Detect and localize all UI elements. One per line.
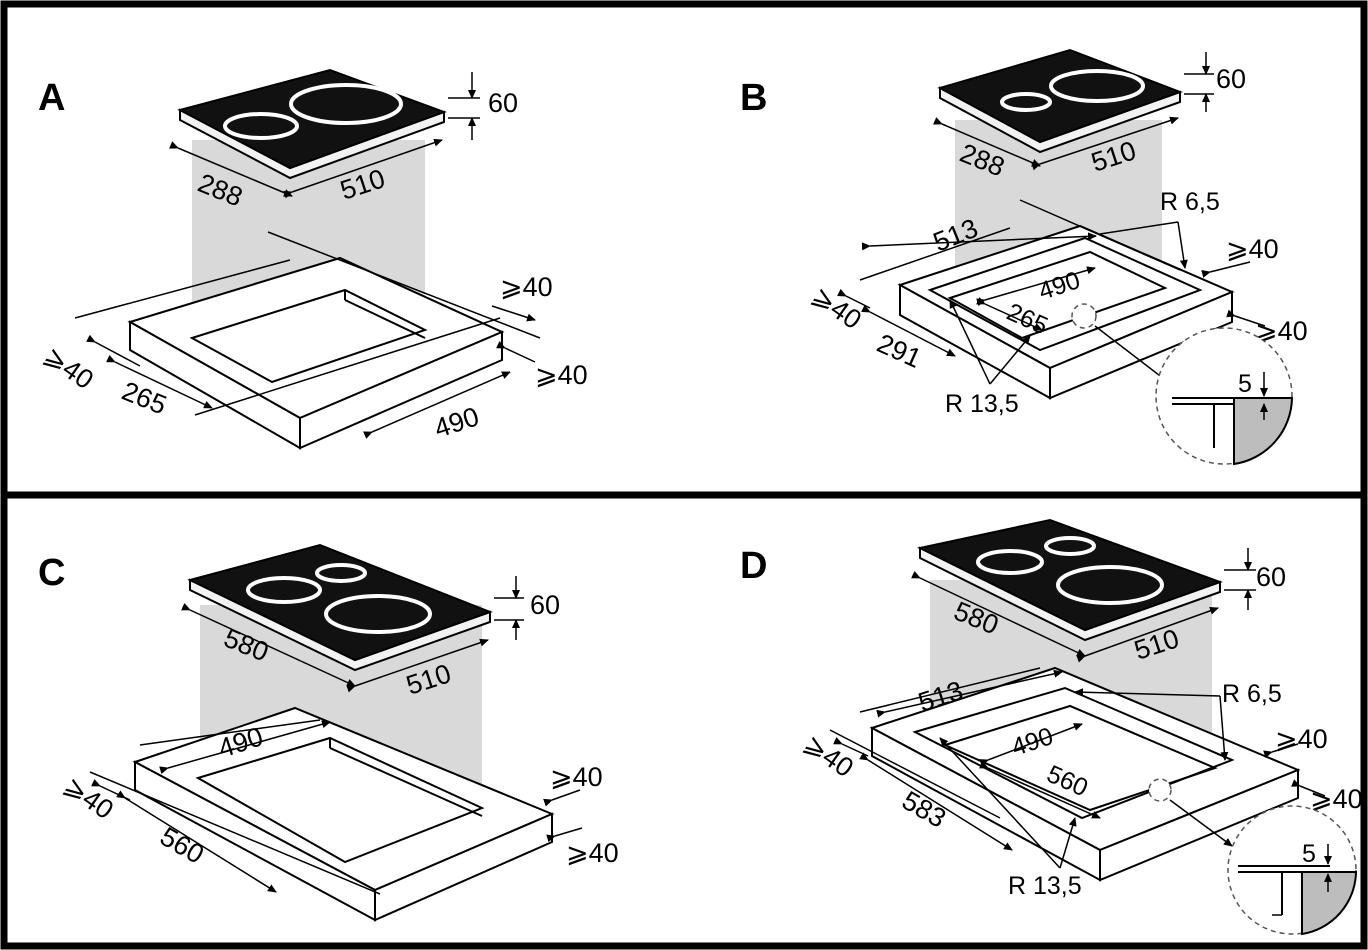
panel-c-min-side: ⩾40	[566, 838, 619, 868]
panel-b: B 288 510 60 513 R 6,5	[740, 48, 1308, 466]
panel-a-cut-depth: 265	[118, 376, 171, 421]
panel-b-radius-large: R 13,5	[945, 390, 1019, 418]
panel-c-letter: C	[38, 552, 65, 594]
panel-b-letter: B	[740, 77, 767, 119]
panel-c-countertop	[89, 706, 555, 922]
panel-c-back-zone	[315, 563, 367, 583]
panel-a-small-zone	[223, 112, 299, 140]
panel-c-cut-depth: 560	[155, 821, 209, 870]
panel-a: A 288 510 60 ⩾4	[38, 68, 588, 450]
panel-d-detail-depth: 5	[1302, 840, 1316, 868]
panel-a-min-side: ⩾40	[535, 360, 588, 390]
panel-a-hob-height: 60	[488, 88, 518, 118]
panel-a-min-back: ⩾40	[500, 272, 553, 302]
panel-c-min-front: ⩾40	[59, 770, 119, 825]
panel-b-detail-view: 5	[1155, 327, 1294, 466]
panel-a-large-zone	[289, 83, 403, 125]
panel-d-detail-marker	[1148, 778, 1172, 802]
panel-b-detail-depth: 5	[1238, 370, 1252, 398]
panel-c-hob-height: 60	[530, 590, 560, 620]
panel-b-large-zone	[1049, 69, 1145, 103]
panel-a-cut-width: 490	[431, 401, 483, 443]
panel-c-left-zone	[246, 576, 322, 604]
panel-d-back-zone	[1044, 536, 1096, 556]
panel-b-detail-marker	[1071, 303, 1097, 329]
panel-b-hob-height: 60	[1216, 64, 1246, 94]
panel-d-radius-small: R 6,5	[1222, 680, 1282, 708]
panel-a-min-front: ⩾40	[39, 340, 99, 395]
panel-a-letter: A	[38, 77, 65, 119]
panel-d-detail-view: 5	[1227, 805, 1358, 936]
panel-d-letter: D	[740, 545, 767, 587]
panel-d-hob-height: 60	[1256, 562, 1286, 592]
panel-d-min-front: ⩾40	[799, 728, 859, 783]
panel-c: C 580 510 60 490 ⩾40	[38, 543, 619, 922]
panel-b-min-front: ⩾40	[807, 280, 867, 335]
panel-d-radius-large: R 13,5	[1008, 872, 1082, 900]
panel-c-min-back: ⩾40	[550, 762, 603, 792]
panel-d: D 580 510 60 513 R 6,	[740, 518, 1363, 936]
panel-b-min-back: ⩾40	[1226, 234, 1279, 264]
panel-b-radius-small: R 6,5	[1160, 188, 1220, 216]
panel-d-min-side: ⩾40	[1310, 784, 1363, 814]
panel-b-small-zone	[1000, 92, 1052, 112]
panel-d-min-back: ⩾40	[1275, 724, 1328, 754]
panel-a-cutout	[189, 288, 428, 384]
panel-b-rebate-depth: 291	[873, 328, 926, 374]
